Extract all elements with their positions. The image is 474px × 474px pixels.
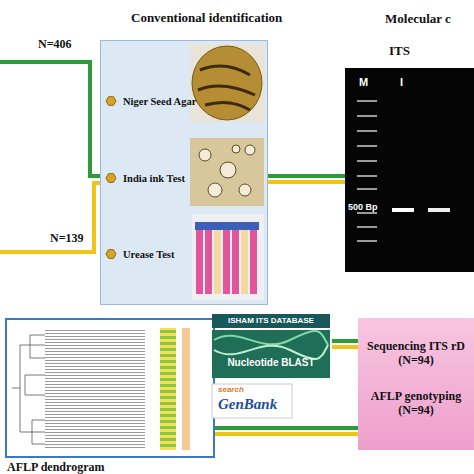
blast-banner [212, 330, 330, 378]
figure-caption: AFLP dendrogram [7, 461, 104, 474]
dendrogram-illustration [12, 328, 190, 450]
sample-count: N=406 [38, 38, 72, 52]
database-logos [212, 314, 330, 418]
gel-title: ITS [389, 44, 410, 59]
connector-strand [268, 180, 345, 184]
tree-branches [12, 335, 45, 444]
dna-helix [214, 331, 328, 345]
analysis-step: AFLP genotyping (N=94) [358, 390, 474, 418]
method-panel: Conventional identificationNiger Seed Ag… [100, 40, 268, 305]
genbank-logo [212, 384, 292, 418]
feed-line-green [0, 62, 100, 176]
method-name: Urease Test [123, 249, 174, 261]
connector-strand [332, 345, 358, 349]
dna-helix [214, 345, 328, 359]
size-marker: 500 Bp [348, 202, 378, 212]
gel-image: Molecular cITSMI500 Bp [345, 68, 474, 272]
color-column [182, 328, 190, 450]
lane-label: M [359, 76, 368, 89]
connector-group [268, 176, 345, 182]
isham-banner [212, 314, 330, 328]
connector-group [332, 341, 358, 347]
logo-text: search [218, 385, 244, 394]
lane-label: I [400, 76, 403, 89]
column-heading: Conventional identification [131, 11, 282, 26]
color-column [160, 328, 176, 450]
logo-text: GenBank [218, 396, 277, 413]
analysis-step: Sequencing ITS rD (N=94) [358, 340, 474, 368]
sample-count: N=139 [50, 232, 84, 246]
feed-line-yellow [0, 183, 100, 252]
method-name: Niger Seed Agar [123, 96, 196, 108]
connector [215, 426, 358, 430]
column-heading: Molecular c [385, 12, 451, 27]
band-matrix [45, 328, 145, 450]
method-name: India ink Test [123, 173, 185, 185]
connector-strand [215, 432, 358, 436]
connector [268, 174, 345, 178]
connector [332, 339, 358, 343]
logo-text: Nucleotide BLAST [211, 357, 331, 369]
database-node: ISHAM ITS DATABASE Nucleotide BLAST search… [210, 313, 332, 423]
analysis-box: Sequencing ITS rD (N=94) AFLP genotyping … [358, 318, 474, 450]
connector-group [215, 428, 358, 434]
dendrogram-box: AFLP dendrogram [5, 318, 215, 458]
logo-text: ISHAM ITS DATABASE [211, 316, 331, 325]
